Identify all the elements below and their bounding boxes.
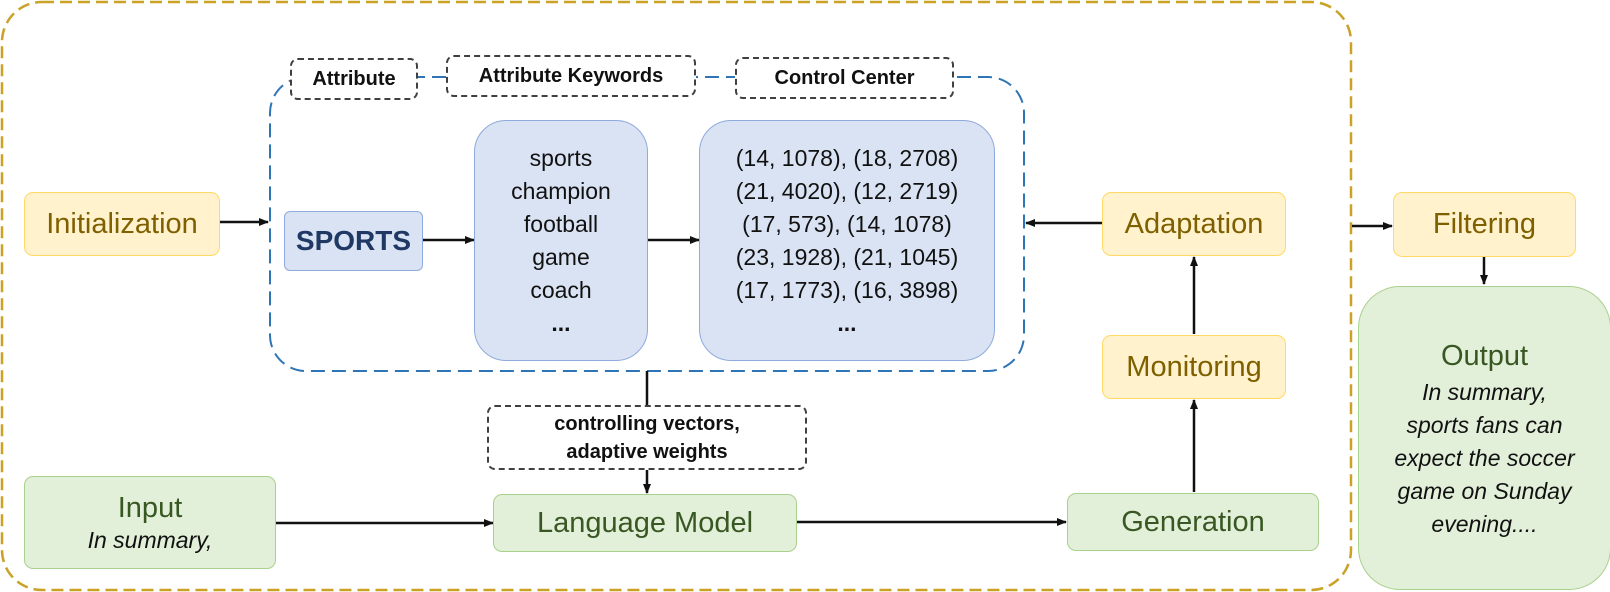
output-title: Output [1440, 339, 1529, 372]
outer-frame [0, 0, 1353, 592]
keyword-ellipsis: ... [551, 309, 571, 336]
initialization-text: Initialization [46, 207, 198, 240]
initialization-box: Initialization [24, 192, 220, 256]
output-line: sports fans can [1406, 411, 1563, 438]
keyword-item: game [532, 243, 590, 270]
control-pair-row: (21, 4020), (12, 2719) [735, 177, 959, 204]
control-center-label-text: Control Center [774, 67, 915, 89]
input-title: Input [117, 491, 183, 524]
monitoring-text: Monitoring [1126, 350, 1262, 383]
output-line: game on Sunday [1397, 477, 1572, 504]
adaptation-text: Adaptation [1124, 207, 1264, 240]
adaptive-weights-text: adaptive weights [566, 440, 728, 463]
attribute-label-text: Attribute [312, 68, 396, 90]
attribute-keywords-box: sports champion football game coach ... [474, 120, 648, 361]
control-pair-row: (23, 1928), (21, 1045) [735, 243, 959, 270]
control-pair-row: (17, 1773), (16, 3898) [735, 276, 959, 303]
output-box: Output In summary, sports fans can expec… [1358, 286, 1610, 590]
attribute-keywords-label: Attribute Keywords [446, 55, 696, 97]
control-center-box: (14, 1078), (18, 2708) (21, 4020), (12, … [699, 120, 995, 361]
generation-box: Generation [1067, 493, 1319, 551]
attribute-keywords-label-text: Attribute Keywords [478, 65, 664, 87]
output-line: In summary, [1422, 378, 1547, 405]
input-text: In summary, [87, 526, 213, 553]
control-pair-row: (17, 573), (14, 1078) [742, 210, 952, 237]
output-line: evening.... [1431, 510, 1538, 537]
attribute-label: Attribute [290, 58, 418, 100]
control-pair-row: (14, 1078), (18, 2708) [735, 144, 959, 171]
sports-attribute-box: SPORTS [284, 211, 423, 271]
control-ellipsis: ... [837, 309, 857, 336]
output-line: expect the soccer [1394, 444, 1575, 471]
adaptation-box: Adaptation [1102, 192, 1286, 256]
generation-text: Generation [1121, 505, 1265, 538]
language-model-box: Language Model [493, 494, 797, 552]
controlling-vectors-text: controlling vectors, [554, 412, 740, 435]
control-center-label: Control Center [735, 57, 954, 99]
filtering-text: Filtering [1432, 208, 1537, 240]
language-model-text: Language Model [536, 506, 754, 539]
keyword-item: champion [511, 177, 611, 204]
controlling-vectors-label: controlling vectors, adaptive weights [487, 405, 807, 470]
input-box: Input In summary, [24, 476, 276, 569]
sports-attribute-text: SPORTS [295, 225, 412, 256]
keyword-item: coach [530, 276, 592, 303]
filtering-box: Filtering [1393, 192, 1576, 257]
keyword-item: football [523, 210, 599, 237]
keyword-item: sports [529, 144, 593, 171]
monitoring-box: Monitoring [1102, 335, 1286, 399]
